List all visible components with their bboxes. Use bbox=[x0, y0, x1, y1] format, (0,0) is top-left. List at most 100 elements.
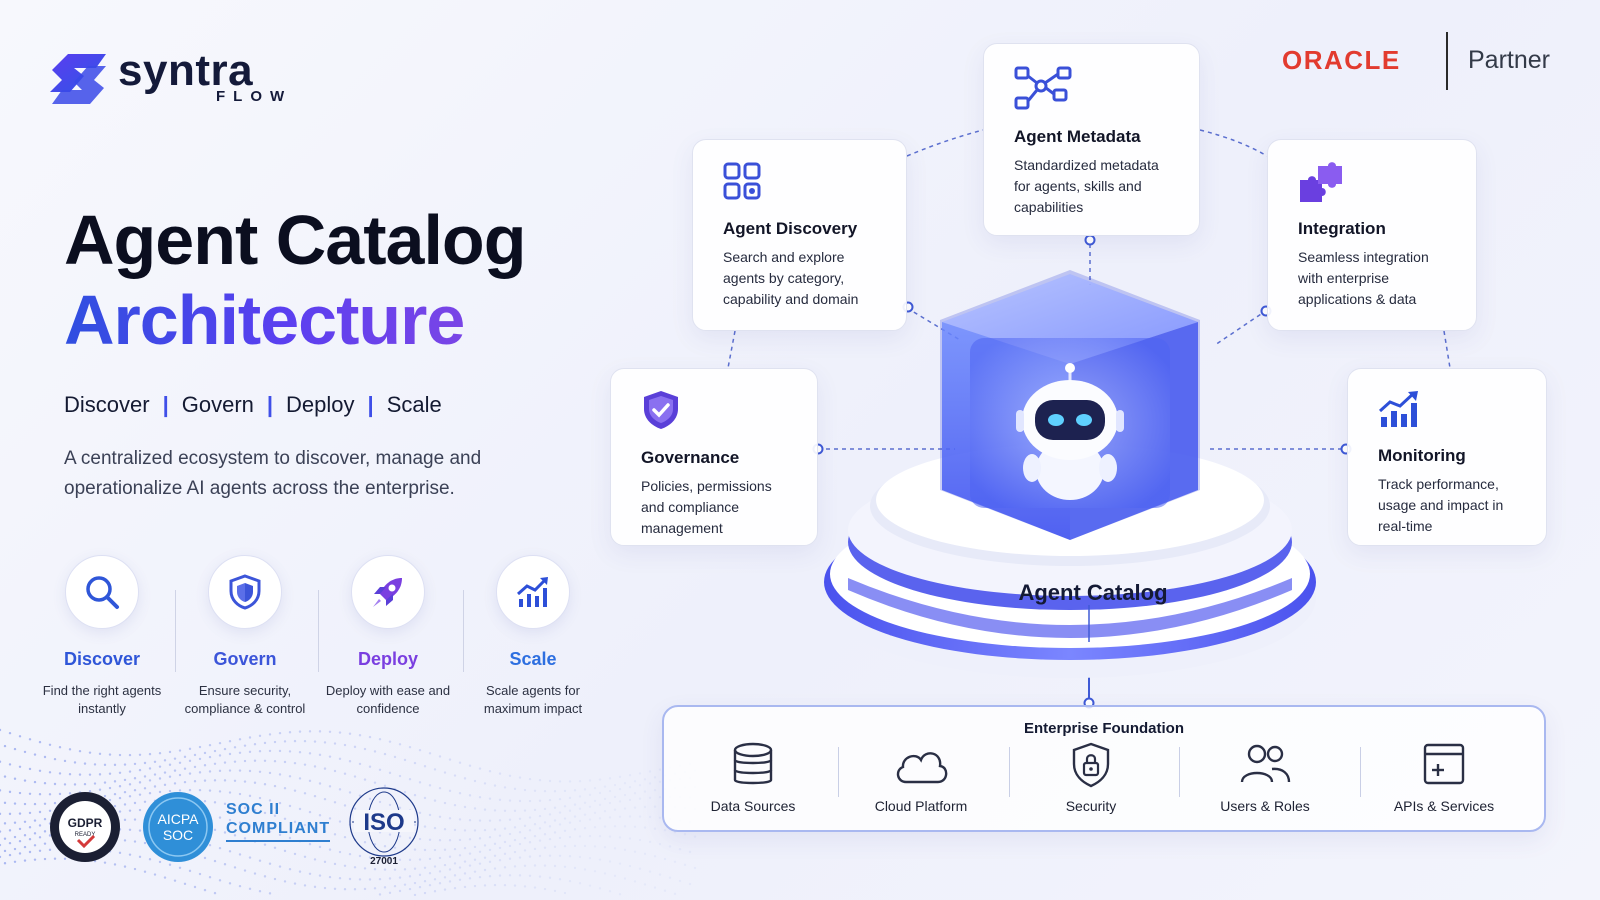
wave-dot bbox=[288, 750, 292, 753]
pillar-scale: Scale Scale agents for maximum impact bbox=[463, 555, 603, 718]
wave-dot bbox=[133, 840, 137, 843]
wave-dot bbox=[348, 852, 352, 856]
wave-dot bbox=[328, 785, 332, 788]
wave-dot bbox=[548, 854, 552, 857]
wave-dot bbox=[433, 768, 437, 771]
wave-dot bbox=[103, 794, 107, 798]
wave-dot bbox=[193, 753, 197, 757]
wave-dot bbox=[583, 826, 587, 830]
wave-dot bbox=[493, 854, 497, 857]
wave-dot bbox=[428, 872, 432, 875]
wave-dot bbox=[493, 883, 497, 887]
wave-dot bbox=[78, 749, 82, 753]
wave-dot bbox=[323, 767, 327, 770]
wave-dot bbox=[263, 783, 267, 786]
wave-dot bbox=[198, 872, 202, 876]
wave-dot bbox=[18, 765, 22, 769]
wave-dot bbox=[163, 771, 167, 774]
wave-dot bbox=[368, 856, 372, 859]
wave-dot bbox=[33, 819, 37, 822]
wave-dot bbox=[623, 825, 627, 828]
wave-dot bbox=[403, 758, 407, 762]
wave-dot bbox=[463, 805, 467, 809]
wave-dot bbox=[188, 869, 192, 873]
wave-dot bbox=[318, 814, 322, 817]
wave-dot bbox=[463, 885, 467, 889]
wave-dot bbox=[298, 870, 302, 873]
wave-dot bbox=[138, 781, 142, 784]
tagline-separator: | bbox=[162, 392, 169, 417]
wave-dot bbox=[313, 740, 317, 743]
wave-dot bbox=[263, 875, 267, 878]
wave-dot bbox=[383, 844, 387, 848]
wave-dot bbox=[153, 785, 157, 788]
wave-dot bbox=[638, 784, 642, 787]
wave-dot bbox=[658, 795, 662, 799]
api-window-icon bbox=[1423, 743, 1465, 785]
wave-dot bbox=[523, 836, 527, 840]
wave-dot bbox=[163, 876, 167, 879]
wave-dot bbox=[558, 854, 562, 857]
wave-dot bbox=[143, 800, 147, 803]
wave-dot bbox=[203, 888, 207, 892]
tagline: Discover| Govern| Deploy| Scale bbox=[64, 392, 442, 418]
wave-dot bbox=[413, 881, 417, 885]
wave-dot bbox=[603, 810, 607, 813]
wave-dot bbox=[408, 745, 412, 749]
wave-dot bbox=[403, 790, 407, 794]
wave-dot bbox=[18, 839, 22, 843]
wave-dot bbox=[523, 809, 527, 812]
wave-dot bbox=[498, 846, 502, 850]
wave-dot bbox=[333, 887, 337, 890]
wave-dot bbox=[38, 769, 42, 772]
wave-dot bbox=[688, 850, 692, 854]
wave-dot bbox=[638, 772, 642, 775]
wave-dot bbox=[638, 797, 642, 800]
wave-dot bbox=[198, 788, 202, 792]
wave-dot bbox=[588, 834, 592, 838]
card-agent-metadata: Agent Metadata Standardized metadata for… bbox=[983, 43, 1200, 236]
wave-dot bbox=[598, 791, 602, 795]
wave-dot bbox=[483, 808, 487, 811]
wave-dot bbox=[458, 878, 462, 882]
wave-dot bbox=[608, 789, 612, 793]
wave-dot bbox=[388, 740, 392, 743]
wave-dot bbox=[118, 771, 122, 774]
wave-dot bbox=[428, 784, 432, 787]
wave-dot bbox=[413, 867, 417, 870]
wave-dot bbox=[113, 780, 117, 783]
wave-dot bbox=[328, 848, 332, 851]
page-title-line1: Agent Catalog bbox=[64, 201, 526, 279]
wave-dot bbox=[133, 867, 137, 871]
wave-dot bbox=[343, 835, 347, 839]
wave-dot bbox=[3, 822, 7, 825]
wave-dot bbox=[123, 803, 127, 806]
foundation-item-data-sources: Data Sources bbox=[688, 742, 818, 814]
wave-dot bbox=[333, 769, 337, 773]
wave-dot bbox=[98, 788, 102, 791]
wave-dot bbox=[383, 752, 387, 756]
wave-dot bbox=[548, 876, 552, 879]
wave-dot bbox=[273, 740, 277, 744]
wave-dot bbox=[53, 757, 57, 761]
wave-dot bbox=[298, 777, 302, 780]
wave-dot bbox=[588, 793, 592, 797]
foundation-item-label: Data Sources bbox=[710, 798, 796, 814]
wave-dot bbox=[653, 886, 657, 889]
wave-dot bbox=[493, 867, 497, 870]
wave-dot bbox=[268, 733, 272, 736]
wave-dot bbox=[528, 841, 532, 844]
wave-dot bbox=[648, 815, 652, 819]
robot-icon bbox=[1016, 363, 1124, 500]
hero-description: A centralized ecosystem to discover, man… bbox=[64, 448, 482, 499]
wave-dot bbox=[518, 799, 522, 803]
shield-check-icon bbox=[644, 391, 678, 429]
wave-dot bbox=[208, 876, 212, 879]
wave-dot bbox=[3, 744, 7, 748]
wave-dot bbox=[443, 876, 447, 879]
growth-chart-icon bbox=[517, 577, 548, 607]
wave-dot bbox=[118, 785, 122, 788]
wave-dot bbox=[633, 806, 637, 809]
wave-dot bbox=[613, 795, 617, 799]
wave-dot bbox=[548, 813, 552, 816]
